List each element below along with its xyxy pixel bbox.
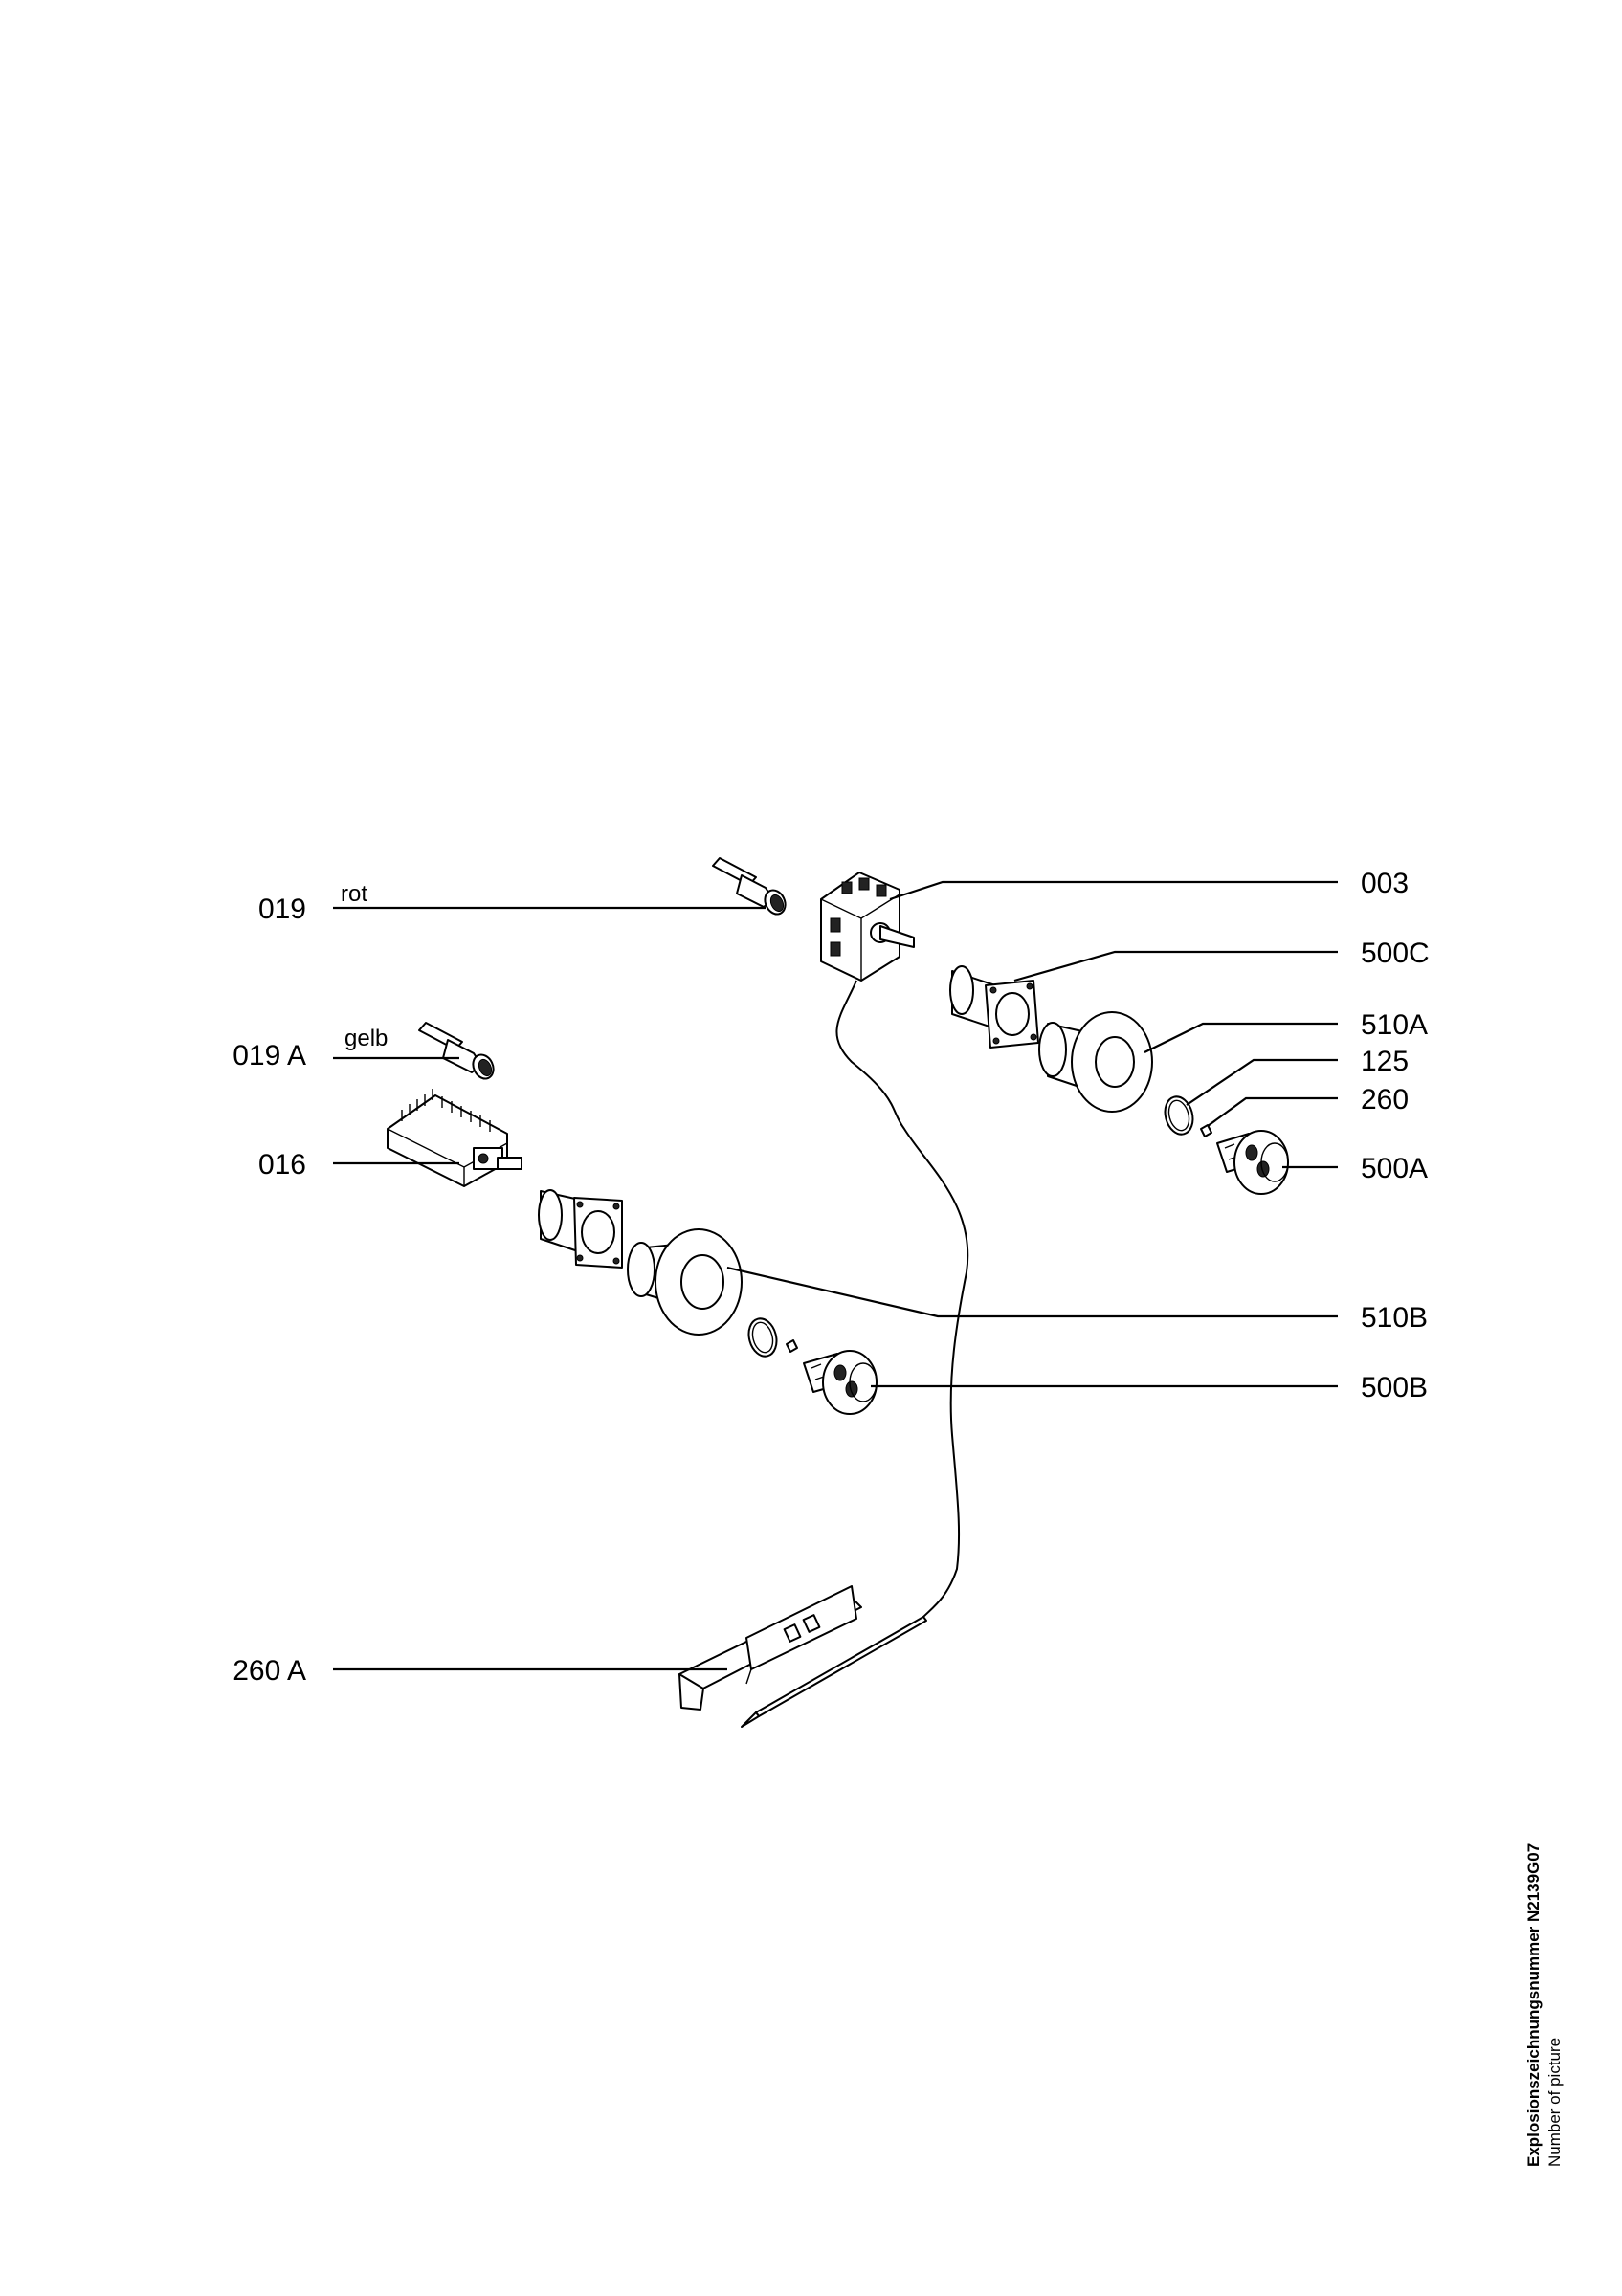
label-260a: 260 A [233, 1655, 306, 1687]
drawing-number-caption: Number of picture [1545, 2038, 1564, 2167]
label-500a: 500A [1361, 1153, 1428, 1184]
leader-510b [726, 1266, 1338, 1318]
seal-ring-a [1164, 1095, 1194, 1136]
label-125: 125 [1361, 1046, 1409, 1077]
knob-sleeve-c [949, 965, 1039, 1049]
sensor-bracket [678, 1585, 927, 1728]
leader-260 [1207, 1096, 1338, 1127]
label-gelb: gelb [344, 1026, 388, 1051]
label-510a: 510A [1361, 1009, 1428, 1041]
label-019a: 019 A [233, 1040, 306, 1071]
leader-500c [1013, 950, 1338, 982]
selector-switch [387, 1089, 522, 1187]
leader-003 [889, 880, 1338, 901]
thermostat-cable [835, 980, 969, 1618]
indicator-lamp-red [712, 857, 787, 916]
knob-bezel-b [627, 1228, 743, 1336]
spring-clip [1200, 1124, 1212, 1137]
label-019: 019 [258, 894, 306, 925]
label-500b: 500B [1361, 1372, 1428, 1403]
label-rot: rot [341, 881, 367, 907]
leader-125 [1186, 1058, 1338, 1106]
thermostat [820, 872, 915, 982]
label-260: 260 [1361, 1084, 1409, 1115]
control-knob-b [803, 1350, 878, 1415]
drawing-number: Explosionszeichnungsnummer N2139G07 [1524, 1843, 1543, 2167]
control-knob-a [1216, 1130, 1289, 1195]
label-003: 003 [1361, 868, 1409, 899]
label-016: 016 [258, 1149, 306, 1181]
leader-510a [1144, 1022, 1338, 1053]
seal-ring-b [747, 1317, 798, 1358]
knob-sleeve-b [538, 1189, 623, 1269]
label-510b: 510B [1361, 1302, 1428, 1334]
label-500c: 500C [1361, 938, 1430, 969]
knob-bezel-a [1038, 1011, 1153, 1113]
indicator-lamp-yellow [418, 1022, 495, 1080]
